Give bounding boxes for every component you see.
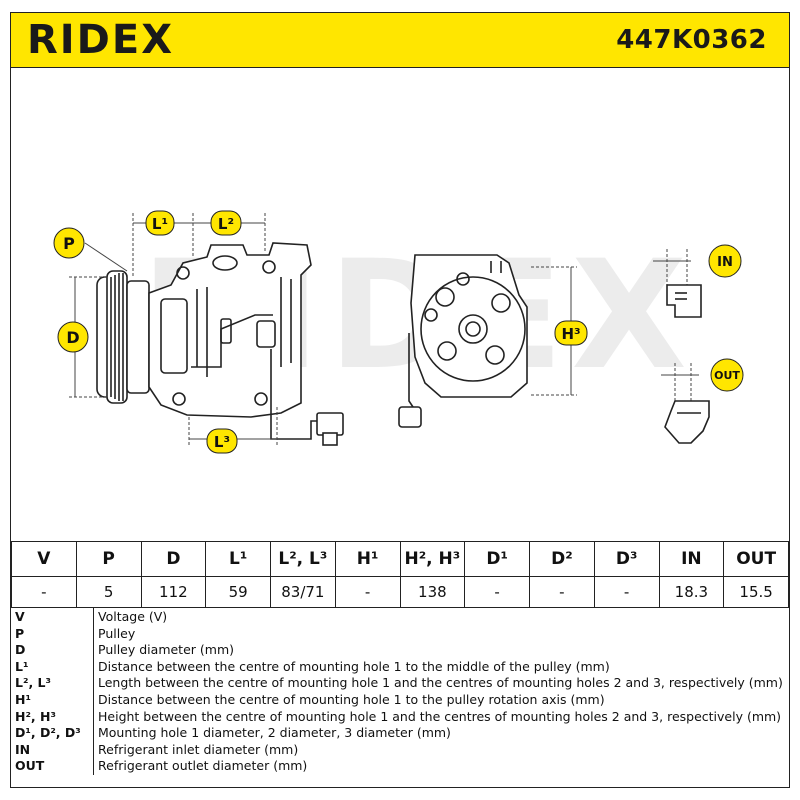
legend-key: IN: [11, 741, 94, 759]
legend-desc: Pulley: [98, 625, 136, 641]
spec-value-cell: -: [334, 576, 401, 608]
legend-desc: Pulley diameter (mm): [98, 642, 234, 658]
legend-desc: Voltage (V): [98, 609, 168, 624]
spec-header-cell: P: [75, 541, 142, 577]
legend-key: H², H³: [11, 708, 94, 726]
spec-value-cell: -: [529, 576, 595, 608]
legend-row: V Voltage (V): [11, 607, 789, 626]
legend-row: L², L³ Length between the centre of moun…: [11, 675, 789, 692]
spec-value-cell: -: [464, 576, 530, 608]
label-badges-front: H³: [554, 320, 588, 346]
spec-header-cell: H², H³: [399, 541, 466, 577]
part-number: 447K0362: [616, 25, 767, 55]
spec-value-cell: -: [593, 576, 660, 608]
legend-desc: Height between the centre of mounting ho…: [98, 708, 782, 724]
label-l2: L²: [218, 215, 234, 233]
label-p: P: [63, 234, 75, 253]
legend-key: H¹: [11, 691, 94, 709]
spec-table: V P D L¹ L², L³ H¹ H², H³ D¹ D² D³ IN OU…: [11, 541, 789, 608]
inlet-fitting: [653, 249, 702, 318]
legend-desc: Distance between the centre of mounting …: [98, 691, 605, 707]
label-l3: L³: [214, 433, 230, 451]
spec-header-cell: IN: [658, 541, 725, 577]
label-d: D: [66, 328, 79, 347]
legend-row: D¹, D², D³ Mounting hole 1 diameter, 2 d…: [11, 725, 789, 742]
spec-header-cell: OUT: [723, 541, 789, 577]
spec-value-cell: 18.3: [658, 576, 725, 608]
legend-row: L¹ Distance between the centre of mounti…: [11, 658, 789, 676]
spec-header-cell: D²: [529, 541, 595, 577]
spec-value-cell: 138: [399, 576, 466, 608]
legend-row: D Pulley diameter (mm): [11, 642, 789, 659]
legend-desc: Refrigerant outlet diameter (mm): [98, 758, 308, 774]
legend-desc: Length between the centre of mounting ho…: [98, 675, 783, 691]
legend-key: P: [11, 625, 94, 643]
spec-header-row: V P D L¹ L², L³ H¹ H², H³ D¹ D² D³ IN OU…: [11, 541, 789, 577]
legend-row: H², H³ Height between the centre of moun…: [11, 708, 789, 726]
product-sheet: RIDEX 447K0362 RIDEX: [10, 12, 790, 788]
outlet-fitting: [661, 363, 710, 444]
legend-key: OUT: [11, 758, 94, 775]
legend-row: IN Refrigerant inlet diameter (mm): [11, 741, 789, 759]
legend-row: H¹ Distance between the centre of mounti…: [11, 691, 789, 709]
spec-header-cell: D¹: [464, 541, 530, 577]
spec-value-cell: 15.5: [723, 576, 789, 608]
technical-drawing: RIDEX: [11, 67, 789, 541]
legend-key: D¹, D², D³: [11, 725, 94, 742]
spec-value-cell: -: [11, 576, 77, 608]
legend-table: V Voltage (V) P Pulley D Pulley diameter…: [11, 607, 789, 775]
header-bar: RIDEX 447K0362: [11, 13, 789, 68]
brand-logo: RIDEX: [27, 17, 175, 63]
legend-key: V: [11, 607, 94, 626]
legend-row: P Pulley: [11, 625, 789, 643]
label-in: IN: [717, 255, 733, 270]
spec-value-cell: 112: [140, 576, 207, 608]
legend-desc: Refrigerant inlet diameter (mm): [98, 741, 299, 757]
legend-row: OUT Refrigerant outlet diameter (mm): [11, 758, 789, 775]
spec-header-cell: D: [140, 541, 207, 577]
compressor-side-view: [96, 242, 344, 446]
legend-desc: Distance between the centre of mounting …: [98, 658, 610, 674]
label-out: OUT: [714, 369, 740, 382]
legend-desc: Mounting hole 1 diameter, 2 diameter, 3 …: [98, 725, 451, 741]
spec-header-cell: L¹: [205, 541, 271, 577]
compressor-front-view: [398, 254, 528, 428]
legend-key: D: [11, 642, 94, 659]
spec-header-cell: H¹: [334, 541, 401, 577]
spec-value-cell: 5: [75, 576, 142, 608]
spec-header-cell: L², L³: [270, 541, 336, 577]
spec-header-cell: D³: [593, 541, 660, 577]
label-h3: H³: [561, 325, 580, 343]
spec-value-row: - 5 112 59 83/71 - 138 - - - 18.3 15.5: [11, 576, 789, 608]
spec-value-cell: 83/71: [270, 576, 336, 608]
spec-header-cell: V: [11, 541, 77, 577]
label-l1: L¹: [152, 215, 168, 233]
spec-value-cell: 59: [205, 576, 271, 608]
legend-key: L², L³: [11, 675, 94, 692]
label-badges-side: P D L¹ L² L³: [53, 210, 242, 454]
legend-key: L¹: [11, 658, 94, 676]
